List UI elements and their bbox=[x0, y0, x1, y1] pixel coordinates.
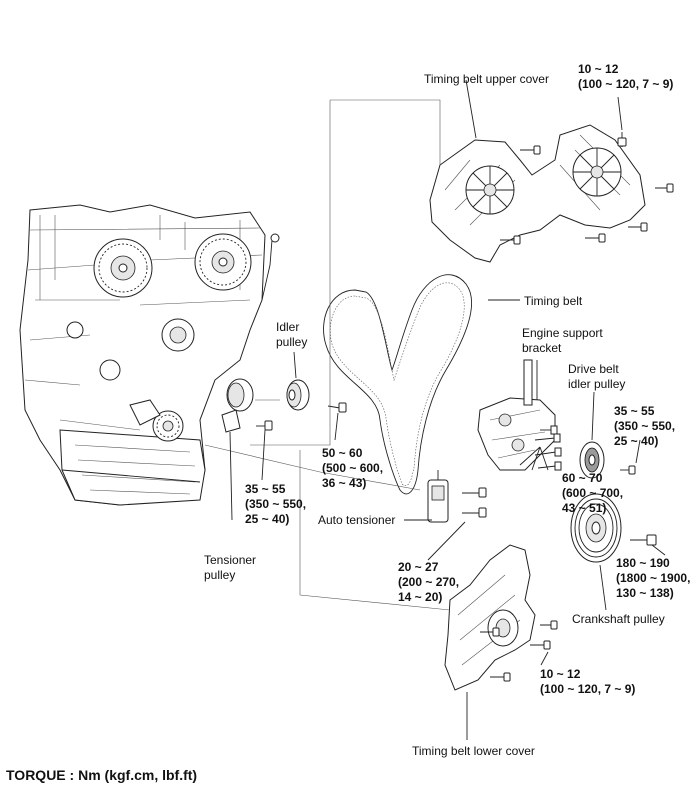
idler-bolt bbox=[327, 402, 347, 413]
torque-units-title: TORQUE : Nm (kgf.cm, lbf.ft) bbox=[6, 767, 198, 783]
lower-cover-label: Timing belt lower cover bbox=[412, 744, 535, 758]
lower-cover-torque-1: 10 ~ 12 bbox=[540, 667, 581, 681]
timing-belt bbox=[323, 274, 472, 495]
upper-cover-torque-1: 10 ~ 12 bbox=[578, 62, 619, 76]
tensioner-torque-2: (350 ~ 550, bbox=[245, 497, 307, 511]
auto-tensioner-label: Auto tensioner bbox=[318, 513, 396, 527]
idler-pulley-label-2: pulley bbox=[276, 335, 308, 349]
tensioner-pulley bbox=[221, 378, 254, 433]
crankshaft-sprocket bbox=[129, 399, 184, 442]
bracket-torque-2: (600 ~ 700, bbox=[562, 486, 624, 500]
crankshaft-pulley-label: Crankshaft pulley bbox=[572, 612, 665, 626]
auto-tensioner-torque-2: (200 ~ 270, bbox=[398, 575, 460, 589]
tensioner-pulley-label-1: Tensioner bbox=[204, 553, 257, 567]
tensioner-bolt bbox=[256, 420, 273, 431]
bracket-torque-3: 43 ~ 51) bbox=[562, 501, 607, 515]
timing-belt-label: Timing belt bbox=[524, 294, 583, 308]
camshaft-sprocket-right bbox=[194, 233, 252, 291]
engine-support-bracket bbox=[477, 359, 562, 471]
idler-torque-2: (500 ~ 600, bbox=[322, 461, 384, 475]
tensioner-pulley-label-2: pulley bbox=[204, 568, 236, 582]
upper-cover-label: Timing belt upper cover bbox=[424, 72, 549, 86]
lower-cover bbox=[444, 544, 558, 691]
idler-pulley bbox=[286, 379, 310, 411]
drive-idler-torque-1: 35 ~ 55 bbox=[614, 404, 655, 418]
assembly-lines bbox=[204, 99, 451, 611]
idler-pulley-label-1: Idler bbox=[276, 320, 300, 334]
auto-tensioner-torque-1: 20 ~ 27 bbox=[398, 560, 439, 574]
drive-belt-idler-label-2: idler pulley bbox=[568, 377, 626, 391]
drive-belt-idler-label-1: Drive belt bbox=[568, 362, 619, 376]
drive-idler-torque-2: (350 ~ 550, bbox=[614, 419, 676, 433]
lower-cover-torque-2: (100 ~ 120, 7 ~ 9) bbox=[540, 682, 636, 696]
camshaft-sprocket-left bbox=[93, 238, 153, 298]
drive-belt-idler-pulley bbox=[579, 441, 636, 479]
engine-block bbox=[19, 204, 280, 506]
upper-cover-bolts bbox=[500, 132, 674, 245]
upper-cover bbox=[429, 124, 646, 263]
crank-torque-1: 180 ~ 190 bbox=[616, 556, 670, 570]
upper-cover-torque-2: (100 ~ 120, 7 ~ 9) bbox=[578, 77, 674, 91]
water-pump bbox=[66, 318, 195, 381]
crank-torque-3: 130 ~ 138) bbox=[616, 586, 674, 600]
crank-torque-2: (1800 ~ 1900, bbox=[616, 571, 691, 585]
idler-torque-3: 36 ~ 43) bbox=[322, 476, 367, 490]
leader-lines bbox=[229, 79, 666, 740]
engine-support-bracket-label-2: bracket bbox=[522, 341, 562, 355]
tensioner-torque-1: 35 ~ 55 bbox=[245, 482, 286, 496]
auto-tensioner bbox=[427, 470, 487, 523]
engine-support-bracket-label-1: Engine support bbox=[522, 326, 603, 340]
crankshaft-pulley bbox=[570, 493, 657, 563]
idler-torque-1: 50 ~ 60 bbox=[322, 446, 363, 460]
bracket-torque-1: 60 ~ 70 bbox=[562, 471, 603, 485]
tensioner-torque-3: 25 ~ 40) bbox=[245, 512, 290, 526]
auto-tensioner-torque-3: 14 ~ 20) bbox=[398, 590, 443, 604]
drive-idler-torque-3: 25 ~ 40) bbox=[614, 434, 659, 448]
